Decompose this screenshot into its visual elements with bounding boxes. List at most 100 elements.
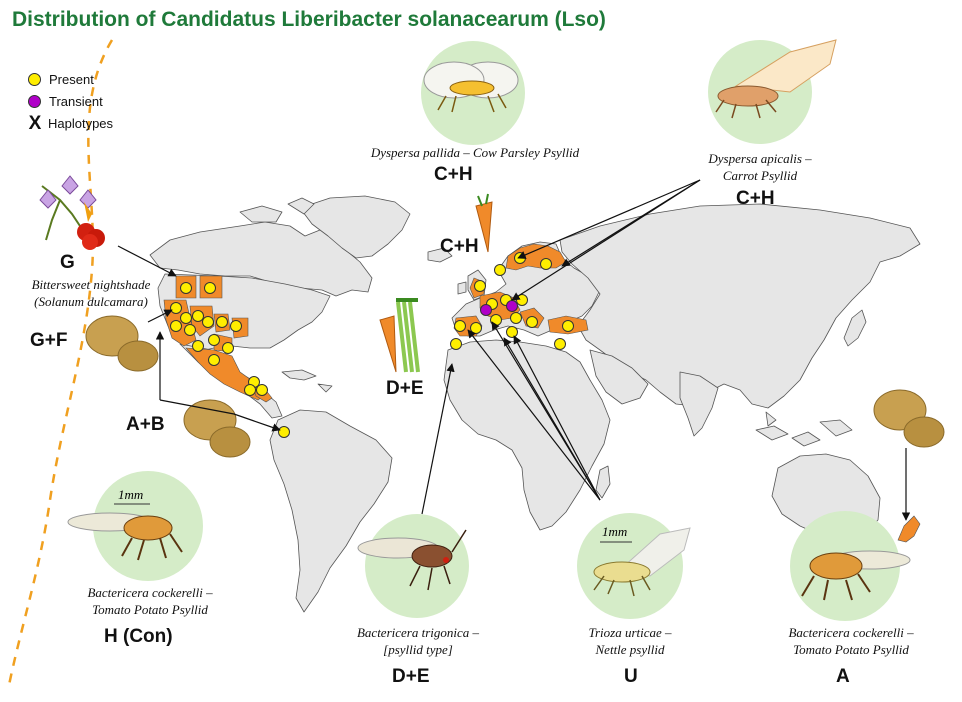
present-dot — [244, 384, 256, 396]
present-dot — [192, 310, 204, 322]
iberia-haplotypes: D+E — [386, 378, 424, 399]
se-asia-islands — [755, 411, 853, 447]
bittersweet-label-2: (Solanum dulcamara) — [34, 294, 148, 309]
present-dot — [170, 320, 182, 332]
arrows — [117, 179, 911, 521]
legend-haplotypes: X Haplotypes — [28, 112, 113, 134]
africa — [443, 339, 611, 531]
legend-present-label: Present — [49, 71, 94, 87]
nettle-psyllid-haplotypes: U — [624, 666, 638, 687]
arrow-nettle-3 — [503, 337, 601, 501]
bittersweet-label-1: Bittersweet nightshade — [31, 277, 151, 292]
transient-swatch-icon — [28, 94, 41, 108]
carrot-psyllid-label-2: Carrot Psyllid — [722, 168, 798, 183]
legend-present: Present — [28, 68, 113, 90]
tomato-psyllid-left-label-1: Bactericera cockerelli – — [87, 585, 213, 600]
present-dot — [204, 282, 216, 294]
present-dot — [470, 322, 482, 334]
india — [679, 371, 719, 437]
bittersweet-haplotype: G — [60, 252, 75, 273]
present-dot — [474, 280, 486, 292]
cow-parsley-psyllid-label: Dyspersa pallida – Cow Parsley Psyllid — [370, 145, 580, 160]
cow-parsley-psyllid-haplotypes: C+H — [434, 164, 473, 185]
present-dot — [526, 316, 538, 328]
trigonica-label-1: Bactericera trigonica – — [356, 625, 480, 640]
transient-dot — [506, 300, 518, 312]
japan — [843, 309, 867, 347]
present-dot — [510, 312, 522, 324]
tomato-psyllid-right-icon — [801, 550, 911, 601]
carrot-celery-icon — [379, 298, 420, 373]
present-dot — [180, 282, 192, 294]
present-dot — [454, 320, 466, 332]
cow-parsley-psyllid-icon — [423, 61, 519, 113]
trigonica-haplotypes: D+E — [392, 666, 430, 687]
caribbean — [281, 369, 333, 393]
present-dot — [208, 334, 220, 346]
us-potato-haplotypes: G+F — [30, 330, 68, 351]
present-dot — [256, 384, 268, 396]
tomato-psyllid-right-label-1: Bactericera cockerelli – — [788, 625, 914, 640]
greenland — [299, 195, 411, 259]
present-dot — [230, 320, 242, 332]
nettle-psyllid-label-2: Nettle psyllid — [595, 642, 665, 657]
scale-left: 1mm — [118, 487, 144, 502]
transient-dots — [480, 300, 518, 316]
tomato-psyllid-right-label-2: Tomato Potato Psyllid — [793, 642, 909, 657]
carrot-psyllid-haplotypes: C+H — [736, 188, 775, 209]
arabia — [589, 349, 649, 405]
tomato-psyllid-left-label-2: Tomato Potato Psyllid — [92, 602, 208, 617]
arrow-trigonica — [421, 363, 455, 515]
south-america — [269, 409, 393, 613]
nightshade-icon — [39, 175, 105, 250]
present-dot — [216, 316, 228, 328]
arrow-south-america — [159, 399, 281, 432]
present-dot — [180, 312, 192, 324]
tomato-psyllid-right-haplotypes: A — [836, 666, 850, 687]
arrow-carrot-1 — [517, 179, 701, 259]
legend-transient-label: Transient — [49, 93, 103, 109]
north-america-north — [149, 221, 373, 297]
arctic-islands — [239, 197, 315, 223]
present-dot — [192, 340, 204, 352]
carrot-psyllid-icon — [715, 39, 837, 119]
present-dot — [540, 258, 552, 270]
figure-title: Distribution of Candidatus Liberibacter … — [12, 8, 606, 31]
transient-dot — [480, 304, 492, 316]
nettle-psyllid-icon — [593, 527, 691, 597]
trigonica-circle — [365, 514, 469, 618]
europe-north-haplotypes: C+H — [440, 236, 479, 257]
present-dot — [562, 320, 574, 332]
present-dot — [494, 264, 506, 276]
trigonica-icon — [357, 529, 467, 591]
potato-icon-us — [85, 315, 159, 372]
present-dot — [554, 338, 566, 350]
tomato-psyllid-left-haplotypes: H (Con) — [104, 626, 173, 647]
present-dot — [450, 338, 462, 350]
america-potato-haplotypes: A+B — [126, 414, 165, 435]
arrow-nettle-4 — [513, 335, 601, 501]
potato-icon-nz — [873, 389, 945, 448]
present-dot — [170, 302, 182, 314]
legend-haplotypes-label: Haplotypes — [48, 115, 114, 131]
madagascar — [595, 465, 611, 499]
haplotype-mark: X — [28, 112, 42, 134]
present-dot — [278, 426, 290, 438]
dashed-boundary — [6, 39, 114, 691]
tomato-psyllid-left-icon — [67, 503, 183, 561]
present-dot — [506, 326, 518, 338]
arrow-us-potato — [147, 309, 173, 323]
present-swatch-icon — [28, 72, 41, 86]
carrot-icon-north — [475, 193, 493, 253]
present-dot — [184, 324, 196, 336]
new-zealand-region — [897, 515, 921, 543]
present-dot — [490, 314, 502, 326]
carrot-psyllid-label-1: Dyspersa apicalis – — [708, 151, 812, 166]
present-dot — [202, 316, 214, 328]
arrow-carrot-3 — [511, 179, 701, 301]
legend-transient: Transient — [28, 90, 113, 112]
arrow-bittersweet — [117, 245, 177, 277]
present-dot — [208, 354, 220, 366]
